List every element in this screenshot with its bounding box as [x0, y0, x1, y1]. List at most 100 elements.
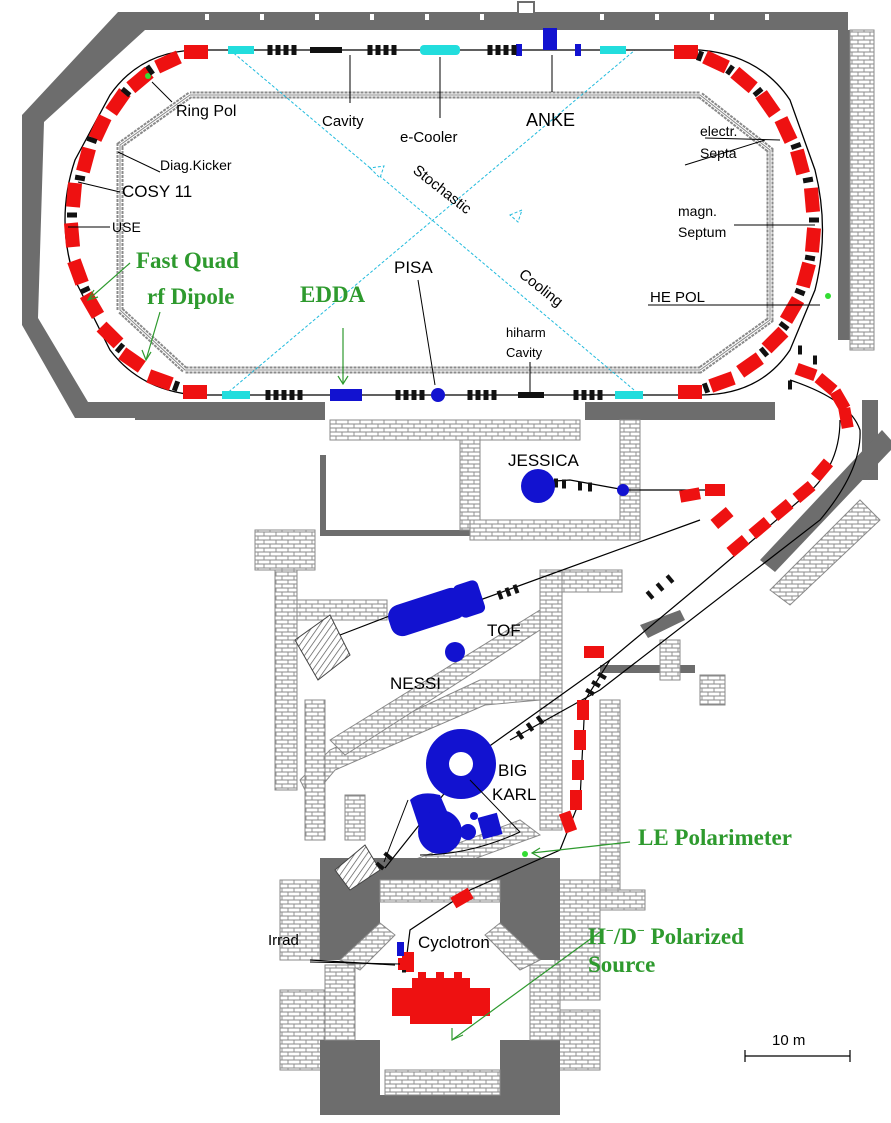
quadrupole-magnet [813, 355, 817, 365]
dipole-magnet [770, 498, 794, 522]
label-cosy11: COSY 11 [122, 182, 192, 201]
tof-detector [388, 580, 486, 662]
label-anke: ANKE [526, 110, 575, 130]
quadrupole-magnet [283, 45, 289, 55]
cyclotron-source [392, 972, 490, 1024]
label-hiharm-cavity: Cavity [506, 345, 543, 360]
dipole-magnet [708, 371, 736, 393]
top-wall-box [517, 1, 535, 15]
dipole-magnet [726, 534, 750, 558]
quadrupole-magnet [758, 346, 770, 358]
dipole-magnet [702, 50, 730, 74]
label-irrad: Irrad [268, 932, 299, 949]
quadrupole-magnet [503, 45, 509, 55]
quadrupole-magnet [802, 176, 814, 184]
dipole-magnet [810, 458, 834, 482]
quadrupole-magnet [665, 574, 675, 584]
ring-pol-marker [145, 73, 151, 79]
quadrupole-magnet [695, 50, 705, 62]
quadrupole-magnet [597, 390, 603, 400]
quadrupole-magnet [367, 45, 373, 55]
quadrupole-magnet [655, 582, 665, 592]
hall-left-wall [320, 455, 326, 535]
label-fast-quad: Fast Quad [136, 248, 239, 273]
label-edda: EDDA [300, 282, 366, 307]
label-big: BIG [498, 761, 527, 780]
dipole-magnet [710, 506, 734, 530]
dipole-magnet [678, 385, 702, 399]
quadrupole-magnet [114, 342, 126, 354]
ring-inner-shielding [116, 91, 774, 374]
dipole-magnet [118, 347, 146, 373]
quadrupole-magnet [701, 382, 711, 394]
ring-outer-wall [22, 12, 848, 418]
quadrupole-magnet [273, 390, 279, 400]
quadrupole-magnet [411, 390, 417, 400]
quadrupole-magnet [589, 390, 595, 400]
label-jessica: JESSICA [508, 451, 580, 470]
stochastic-cooling-lines [224, 49, 641, 396]
ring-right-wall [838, 30, 852, 340]
quadrupole-magnet [265, 390, 271, 400]
quadrupole-magnet [375, 45, 381, 55]
label-hiharm: hiharm [506, 325, 546, 340]
dipole-magnet [679, 487, 701, 503]
cavity-element [310, 47, 342, 53]
green-pointers [86, 262, 631, 1041]
dipole-magnet [105, 88, 131, 116]
irrad-magnet [397, 942, 404, 956]
dipole-magnet [705, 484, 725, 496]
dipole-magnet [814, 372, 838, 396]
dipole-magnet [79, 291, 105, 319]
pointer-lines [68, 55, 820, 965]
quadrupole-magnet [74, 174, 86, 182]
quadrupole-magnet [554, 478, 558, 488]
label-le-polarimeter: LE Polarimeter [638, 825, 792, 850]
label-polarized-source-line1: H−/D− Polarized [588, 924, 744, 949]
quadrupole-magnet [171, 380, 181, 392]
ring-tunnel-walls [22, 12, 891, 673]
dipole-magnet [755, 90, 781, 118]
dipole-magnet [792, 480, 816, 504]
ring-bottom-wall-right [585, 402, 775, 420]
quadrupole-magnet [375, 861, 385, 871]
quadrupole-magnet [525, 722, 535, 732]
quadrupole-magnet [515, 730, 525, 740]
quadrupole-magnet [383, 45, 389, 55]
big-karl-spectrometer [383, 729, 521, 863]
dipole-magnet [794, 362, 818, 382]
quadrupole-magnet [511, 45, 517, 55]
cyclotron-bricks [324, 879, 561, 1096]
quadrupole-magnet [383, 851, 393, 861]
quadrupole-magnet [79, 285, 91, 295]
label-cavity: Cavity [322, 113, 364, 130]
dipole-magnet [803, 187, 821, 213]
ring-bottom-wall-left [135, 402, 325, 420]
beam-dumps [294, 614, 381, 891]
quadrupole-magnet [788, 380, 792, 390]
quadrupole-magnet [491, 390, 497, 400]
quadrupole-magnet [512, 584, 520, 594]
step-wall-2 [600, 665, 695, 673]
quadrupole-magnet [297, 390, 303, 400]
quadrupole-magnet [581, 390, 587, 400]
right-diagonal-wall [760, 430, 891, 572]
quadrupole-magnet [120, 86, 132, 98]
quadrupole-magnet [483, 390, 489, 400]
quadrupole-magnet [778, 320, 790, 332]
dipole-magnet [67, 258, 89, 286]
label-septum: Septum [678, 224, 726, 240]
quadrupole-magnet [289, 390, 295, 400]
he-pol-marker [825, 293, 831, 299]
dipole-magnet [761, 326, 789, 354]
quadrupole-magnet [67, 212, 77, 218]
quadrupole-magnet [267, 45, 273, 55]
cyclotron-building [320, 858, 560, 1115]
label-nessi: NESSI [390, 674, 441, 693]
ring-quadrupoles [67, 45, 819, 400]
dipole-magnet [76, 146, 96, 174]
dipole-magnet [804, 227, 822, 253]
edda-detector-element [330, 389, 362, 401]
extraction-dipoles [402, 362, 854, 972]
ring-straight-elements [145, 28, 831, 402]
